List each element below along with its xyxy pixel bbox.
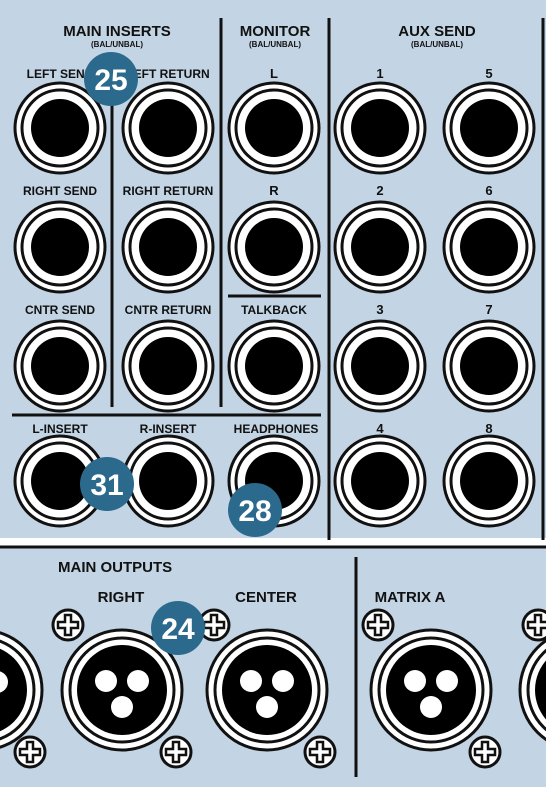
xlr-center-output[interactable] (207, 630, 327, 750)
jack-right-send[interactable] (15, 202, 105, 292)
aux-7-label: 7 (485, 302, 492, 317)
screw-icon (363, 610, 393, 640)
callout-badge-31: 31 (80, 457, 134, 511)
screw-icon (15, 737, 45, 767)
xlr-matrix-a[interactable] (371, 630, 491, 750)
jack-aux-5[interactable] (444, 83, 534, 173)
aux-1-label: 1 (376, 66, 383, 81)
aux-2-label: 2 (376, 183, 383, 198)
monitor-title: MONITOR (240, 23, 311, 40)
right-send-label: RIGHT SEND (23, 184, 97, 198)
jack-monitor-r[interactable] (229, 202, 319, 292)
cntr-return-label: CNTR RETURN (125, 303, 212, 317)
jack-aux-7[interactable] (444, 321, 534, 411)
left-send-label: LEFT SEND (27, 67, 94, 81)
jack-aux-6[interactable] (444, 202, 534, 292)
screw-icon (53, 610, 83, 640)
jack-left-return[interactable] (123, 83, 213, 173)
screw-icon (523, 610, 546, 640)
aux-send-title: AUX SEND (398, 23, 476, 40)
callout-badge-28: 28 (228, 483, 282, 537)
jack-r-insert[interactable] (123, 436, 213, 526)
jack-aux-8[interactable] (444, 436, 534, 526)
aux-6-label: 6 (485, 183, 492, 198)
jack-monitor-l[interactable] (229, 83, 319, 173)
out-right-label: RIGHT (98, 589, 145, 606)
main-inserts-subtitle: (BAL/UNBAL) (91, 40, 143, 49)
callout-badge-25: 25 (84, 52, 138, 106)
talkback-label: TALKBACK (241, 303, 307, 317)
jack-aux-4[interactable] (335, 436, 425, 526)
headphones-label: HEADPHONES (234, 422, 319, 436)
jack-cntr-send[interactable] (15, 321, 105, 411)
monitor-r-label: R (269, 183, 279, 198)
left-return-label: LEFT RETURN (126, 67, 209, 81)
jack-aux-3[interactable] (335, 321, 425, 411)
l-insert-label: L-INSERT (32, 422, 88, 436)
callout-25-text: 25 (94, 64, 127, 97)
aux-send-subtitle: (BAL/UNBAL) (411, 40, 463, 49)
jack-talkback[interactable] (229, 321, 319, 411)
screw-icon (470, 737, 500, 767)
aux-3-label: 3 (376, 302, 383, 317)
matrix-a-label: MATRIX A (375, 589, 446, 606)
out-center-label: CENTER (235, 589, 297, 606)
aux-4-label: 4 (376, 421, 384, 436)
main-outputs-title: MAIN OUTPUTS (58, 559, 172, 576)
callout-31-text: 31 (90, 469, 123, 502)
callout-28-text: 28 (238, 495, 271, 528)
jack-cntr-return[interactable] (123, 321, 213, 411)
r-insert-label: R-INSERT (140, 422, 197, 436)
main-inserts-title: MAIN INSERTS (63, 23, 171, 40)
right-return-label: RIGHT RETURN (123, 184, 214, 198)
jack-right-return[interactable] (123, 202, 213, 292)
jack-aux-2[interactable] (335, 202, 425, 292)
aux-5-label: 5 (485, 66, 492, 81)
monitor-l-label: L (270, 66, 278, 81)
aux-8-label: 8 (485, 421, 492, 436)
screw-icon (161, 737, 191, 767)
screw-icon (305, 737, 335, 767)
callout-badge-24: 24 (151, 601, 205, 655)
callout-24-text: 24 (161, 613, 195, 646)
jack-aux-1[interactable] (335, 83, 425, 173)
monitor-subtitle: (BAL/UNBAL) (249, 40, 301, 49)
cntr-send-label: CNTR SEND (25, 303, 95, 317)
